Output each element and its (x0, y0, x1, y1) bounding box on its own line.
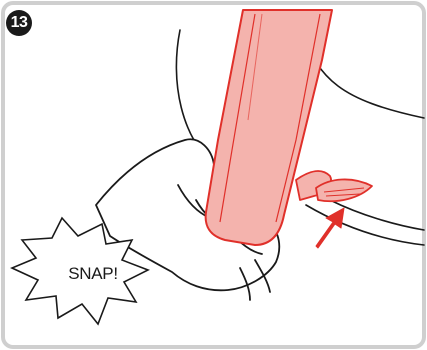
snap-callout-text: SNAP! (48, 264, 138, 284)
step-number-badge: 13 (6, 10, 32, 36)
